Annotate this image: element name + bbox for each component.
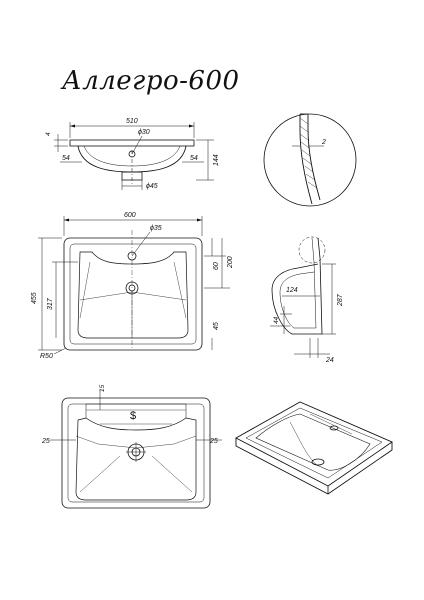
detail-circle	[263, 113, 357, 207]
front-drain-hole	[128, 150, 136, 158]
dim-detail-thickness: 2	[321, 139, 326, 146]
iso-bowl	[255, 413, 371, 471]
detail-a-view	[263, 113, 357, 207]
dim-front-rim: 4	[45, 132, 52, 136]
drawing-title: Аллегро-600	[62, 66, 240, 96]
dim-top-radius: R50	[40, 353, 53, 360]
dim-bottom-left: 25	[41, 438, 50, 445]
dim-top-depth: 455	[31, 292, 38, 304]
dimension-labels: 510 ϕ30 4 54 54 144 ϕ45 2 600 ϕ35 455 31…	[31, 118, 344, 445]
dim-bottom-right: 25	[209, 438, 218, 445]
top-outline	[63, 237, 203, 351]
dim-bottom-top: 15	[99, 384, 106, 392]
section-view	[270, 236, 336, 358]
top-view	[38, 216, 230, 355]
iso-drain	[311, 458, 325, 466]
dim-top-drain-offset: 200	[227, 256, 234, 269]
bottom-bowl	[75, 417, 197, 501]
bottom-outline	[61, 397, 211, 509]
dim-front-right: 54	[190, 155, 198, 162]
dim-top-tap-offset: 60	[213, 262, 220, 270]
dim-top-lower: 45	[213, 322, 220, 330]
dim-front-left: 54	[62, 155, 70, 162]
dim-top-tap: ϕ35	[150, 225, 162, 232]
dim-section-height: 287	[337, 293, 344, 307]
dim-front-drain: ϕ30	[138, 129, 150, 136]
iso-top-face	[235, 401, 393, 487]
top-bowl	[77, 251, 189, 339]
dim-section-inner: 124	[286, 287, 298, 294]
dim-top-inner: 317	[47, 297, 54, 310]
dim-front-width: 510	[126, 118, 138, 125]
dim-top-width: 600	[124, 212, 136, 219]
iso-tap-hole	[329, 425, 339, 431]
dim-section-foot: 24	[325, 357, 334, 364]
bottom-mark: $	[130, 410, 136, 422]
dim-front-height: 144	[213, 154, 220, 166]
bottom-view	[50, 390, 222, 509]
isometric-view	[235, 401, 393, 495]
dim-section-lip: 44	[273, 316, 280, 324]
dim-front-outlet: ϕ45	[146, 183, 158, 190]
front-rim	[69, 139, 195, 147]
